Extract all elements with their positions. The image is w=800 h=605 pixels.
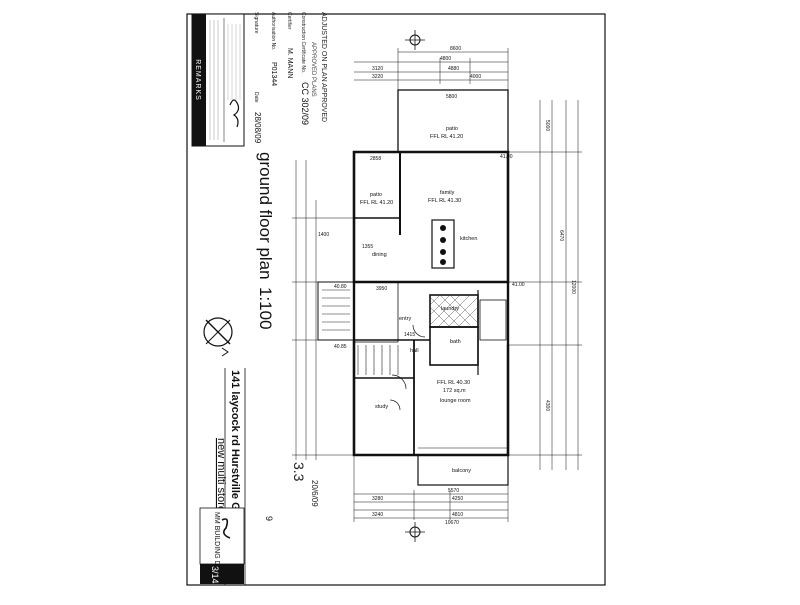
sheet-border <box>186 13 606 586</box>
level-labels: 41.00 41.00 40.80 40.85 1400 1415 3950 2… <box>318 154 525 350</box>
room-level-patio-side: FFL RL 41.20 <box>360 200 393 206</box>
level-5: 1415 <box>404 332 415 338</box>
dim-bottom-5: 5570 <box>448 488 459 494</box>
stamp-header: REMARKS <box>194 59 201 101</box>
stamp-line-5: Authorisation No. <box>270 12 276 50</box>
room-level-patio-top: FFL RL 41.20 <box>430 134 463 140</box>
dim-bottom-0: 10670 <box>445 520 459 526</box>
section-marker-top-icon <box>405 30 425 50</box>
dim-right-0: 5000 <box>544 120 550 131</box>
company-logo-icon <box>221 518 231 539</box>
annotation-1: 3.3 <box>291 462 307 482</box>
stamp-line-2: APPROVED PLANS <box>310 42 316 97</box>
stamp-authorisation-value: P01344 <box>270 62 277 86</box>
stamp-line-1: ADJUSTED ON PLAN APPROVED <box>320 12 327 122</box>
annotation-date: 20/6/09 <box>310 480 319 507</box>
approval-stamp: REMARKS <box>191 13 245 147</box>
room-level-family: FFL RL 41.30 <box>428 198 461 204</box>
dim-top-4: 5800 <box>446 94 457 100</box>
laundry-tile-hatch <box>429 294 479 328</box>
room-label-laundry: laundry <box>441 306 459 312</box>
building-outline <box>317 89 510 486</box>
dimension-lines-top <box>354 48 509 152</box>
dim-top-3: 3220 <box>372 74 383 80</box>
room-label-bath: bath <box>450 339 461 345</box>
level-3: 40.85 <box>334 344 347 350</box>
dimension-lines-right <box>508 100 582 470</box>
dim-bottom-1: 3240 <box>372 512 383 518</box>
dimension-labels-bottom: 10670 3240 4810 3280 4250 5570 <box>372 488 463 526</box>
dim-right-1: 6470 <box>558 230 564 241</box>
dim-top-1: 4800 <box>440 56 451 62</box>
stamp-certifier-value: M. MANN <box>286 48 293 78</box>
door-swings <box>389 324 426 411</box>
plan-title-group: ground floor plan 1:100 <box>256 152 275 330</box>
plan-title: ground floor plan <box>256 152 275 280</box>
room-area-lounge: 172 sq.m <box>443 388 466 394</box>
level-2: 40.80 <box>334 284 347 290</box>
kitchen-island <box>431 219 455 269</box>
room-level-lounge: FFL RL 40.30 <box>437 380 470 386</box>
dim-right-2: 12000 <box>570 280 576 294</box>
stair-treads <box>322 289 399 375</box>
dim-top-0: 8600 <box>450 46 461 52</box>
north-arrow-icon <box>203 317 233 357</box>
dimension-lines-bottom <box>353 455 509 522</box>
room-label-dining: dining <box>372 252 387 258</box>
stamp-certificate-value: CC 302/09 <box>300 82 310 125</box>
handwritten-annotations: 20/6/09 3.3 9 <box>264 462 319 521</box>
level-4: 1400 <box>318 232 329 238</box>
stamp-line-6: Signature <box>253 12 259 34</box>
stamp-line-4: Certifier <box>286 12 292 30</box>
dim-top-5: 4880 <box>448 66 459 72</box>
dimension-labels-top: 8600 4800 3120 3220 5800 4880 4000 <box>372 46 481 100</box>
level-8: 1355 <box>362 244 373 250</box>
room-label-patio-top: patio <box>446 126 458 132</box>
dim-right-3: 4300 <box>544 400 550 411</box>
room-label-kitchen: kitchen <box>460 236 477 242</box>
room-label-family: family <box>440 190 455 196</box>
dim-top-6: 4000 <box>470 74 481 80</box>
level-6: 3950 <box>376 286 387 292</box>
room-label-entry: entry <box>399 316 411 322</box>
level-0: 41.00 <box>500 154 513 160</box>
room-label-balcony: balcony <box>452 468 471 474</box>
dimension-lines-left <box>292 160 354 460</box>
sheet-number: 3/14 <box>210 566 220 584</box>
room-label-hall: hall <box>410 348 419 354</box>
room-label-patio-side: patio <box>370 192 382 198</box>
dim-bottom-3: 3280 <box>372 496 383 502</box>
stamp-line-7: Date <box>253 92 259 103</box>
dim-bottom-4: 4250 <box>452 496 463 502</box>
level-7: 2858 <box>370 156 381 162</box>
company-name: MM BUILDING Design <box>213 512 220 583</box>
dim-top-2: 3120 <box>372 66 383 72</box>
title-block: 141 laycock rd Hurstville Grove new mult… <box>199 368 246 585</box>
stamp-date-value: 28/08/09 <box>253 112 262 144</box>
annotation-2: 9 <box>264 516 274 521</box>
room-label-study: study <box>375 404 388 410</box>
room-label-lounge: lounge room <box>440 398 471 404</box>
stamp-text-column: ADJUSTED ON PLAN APPROVED APPROVED PLANS… <box>253 12 327 144</box>
project-name: 141 laycock rd Hurstville Grove <box>229 370 241 534</box>
stamp-line-3: Construction Certificate No. <box>300 12 306 73</box>
dim-bottom-2: 4810 <box>452 512 463 518</box>
section-marker-bottom-icon <box>405 522 425 542</box>
plan-scale: 1:100 <box>256 287 275 330</box>
dimension-labels-right: 5000 6470 12000 4300 <box>544 120 576 411</box>
room-labels: patio FFL RL 41.20 patio FFL RL 41.20 fa… <box>360 126 477 474</box>
level-1: 41.00 <box>512 282 525 288</box>
